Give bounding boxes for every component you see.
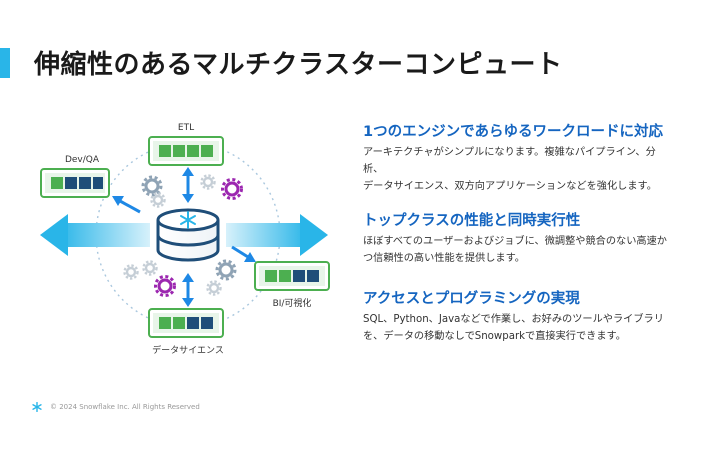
feature-body-line: つ信頼性の高い性能を提供します。 (363, 253, 525, 264)
feature-body-line: 析、 (363, 164, 384, 175)
gear-icon (141, 175, 163, 197)
gear-icon (221, 178, 243, 200)
gear-icon (142, 260, 158, 276)
feature-single-engine: 1つのエンジンであらゆるワークロードに対応 アーキテクチャがシンプルになります。… (363, 122, 708, 195)
datascience-cluster-box (148, 308, 224, 338)
scale-right-arrow (226, 214, 328, 256)
datascience-label: データサイエンス (152, 344, 224, 356)
gear-icon (154, 275, 176, 297)
devqa-label: Dev/QA (65, 155, 100, 165)
snowflake-icon (180, 211, 196, 229)
feature-performance: トップクラスの性能と同時実行性 ほぼすべてのユーザーおよびジョブに、微調整や競合… (363, 211, 708, 267)
slide-title: 伸縮性のあるマルチクラスターコンピュート (34, 50, 563, 80)
etl-cluster-box (148, 136, 224, 166)
gear-icon (206, 280, 222, 296)
feature-access-programming: アクセスとプログラミングの実現 SQL、Python、Javaなどで作業し、お好… (363, 289, 708, 345)
title-accent-bar (0, 48, 10, 78)
features-column: 1つのエンジンであらゆるワークロードに対応 アーキテクチャがシンプルになります。… (363, 122, 708, 361)
feature-body-line: データサイエンス、双方向アプリケーションなどを強化します。 (363, 181, 657, 192)
feature-body: ほぼすべてのユーザーおよびジョブに、微調整や競合のない高速か つ信頼性の高い性能… (363, 233, 708, 267)
gear-icon (150, 192, 166, 208)
feature-body: SQL、Python、Javaなどで作業し、お好みのツールやライブラリ を、デー… (363, 311, 708, 345)
devqa-connector-arrow (112, 196, 141, 214)
feature-title: アクセスとプログラミングの実現 (363, 291, 580, 307)
gear-icon (215, 259, 237, 281)
snowflake-logo-icon (32, 402, 42, 412)
etl-label: ETL (178, 123, 194, 133)
etl-connector-arrow (182, 167, 194, 203)
scale-left-arrow (40, 214, 150, 256)
feature-body: アーキテクチャがシンプルになります。複雑なパイプライン、分 析、 データサイエン… (363, 144, 708, 195)
feature-title: トップクラスの性能と同時実行性 (363, 213, 581, 229)
gear-icon (200, 174, 216, 190)
bi-label: BI/可視化 (273, 297, 312, 309)
devqa-cluster-box (40, 168, 110, 198)
copyright-text: © 2024 Snowflake Inc. All Rights Reserve… (50, 403, 200, 411)
feature-body-line: アーキテクチャがシンプルになります。複雑なパイプライン、分 (363, 147, 656, 158)
gear-icon (123, 264, 139, 280)
feature-body-line: を、データの移動なしでSnowparkで直接実行できます。 (363, 331, 626, 342)
datascience-connector-arrow (182, 273, 194, 307)
footer: © 2024 Snowflake Inc. All Rights Reserve… (32, 402, 200, 412)
feature-body-line: ほぼすべてのユーザーおよびジョブに、微調整や競合のない高速か (363, 236, 667, 247)
feature-body-line: SQL、Python、Javaなどで作業し、お好みのツールやライブラリ (363, 314, 664, 325)
bi-connector-arrow (231, 245, 256, 262)
multi-cluster-diagram: ETL Dev/QA BI/可視化 (0, 100, 345, 370)
feature-title: 1つのエンジンであらゆるワークロードに対応 (363, 124, 663, 140)
bi-cluster-box (254, 261, 330, 291)
